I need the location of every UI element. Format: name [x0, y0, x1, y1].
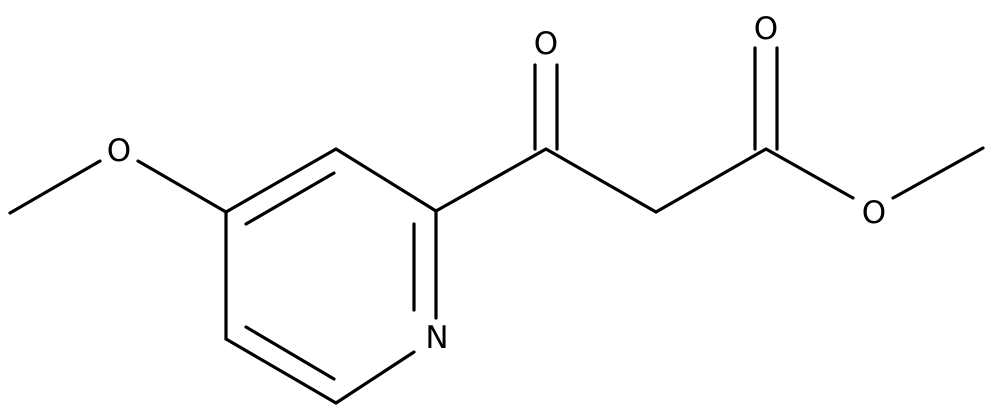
bond-ester-c-o-single [764, 147, 855, 200]
bond-c6-c5 [224, 337, 338, 405]
bond-o-ester-methyl [891, 146, 985, 200]
atom-o-ketone: O [534, 26, 558, 62]
atom-labels: O N O O O [107, 11, 886, 356]
atom-o-ester-carbonyl: O [754, 11, 778, 47]
atom-n-pyridine: N [425, 320, 448, 356]
bond-ch2-ester-c [654, 147, 768, 214]
bond-c6-c5-inner [244, 325, 336, 381]
atom-o-ester: O [862, 195, 886, 231]
bond-c4-c3-inner [244, 171, 336, 226]
bond-o-methoxy-c4 [136, 159, 228, 214]
bonds [8, 46, 985, 405]
bond-c2-ketone-c [434, 147, 548, 213]
bond-methyl-o-methoxy [8, 159, 102, 215]
atom-o-methoxy: O [107, 133, 131, 169]
bond-c4-c3 [224, 147, 338, 214]
bond-c3-c2 [334, 147, 438, 213]
bond-n-c6 [334, 350, 416, 405]
bond-ketone-c-ch2 [544, 147, 658, 214]
